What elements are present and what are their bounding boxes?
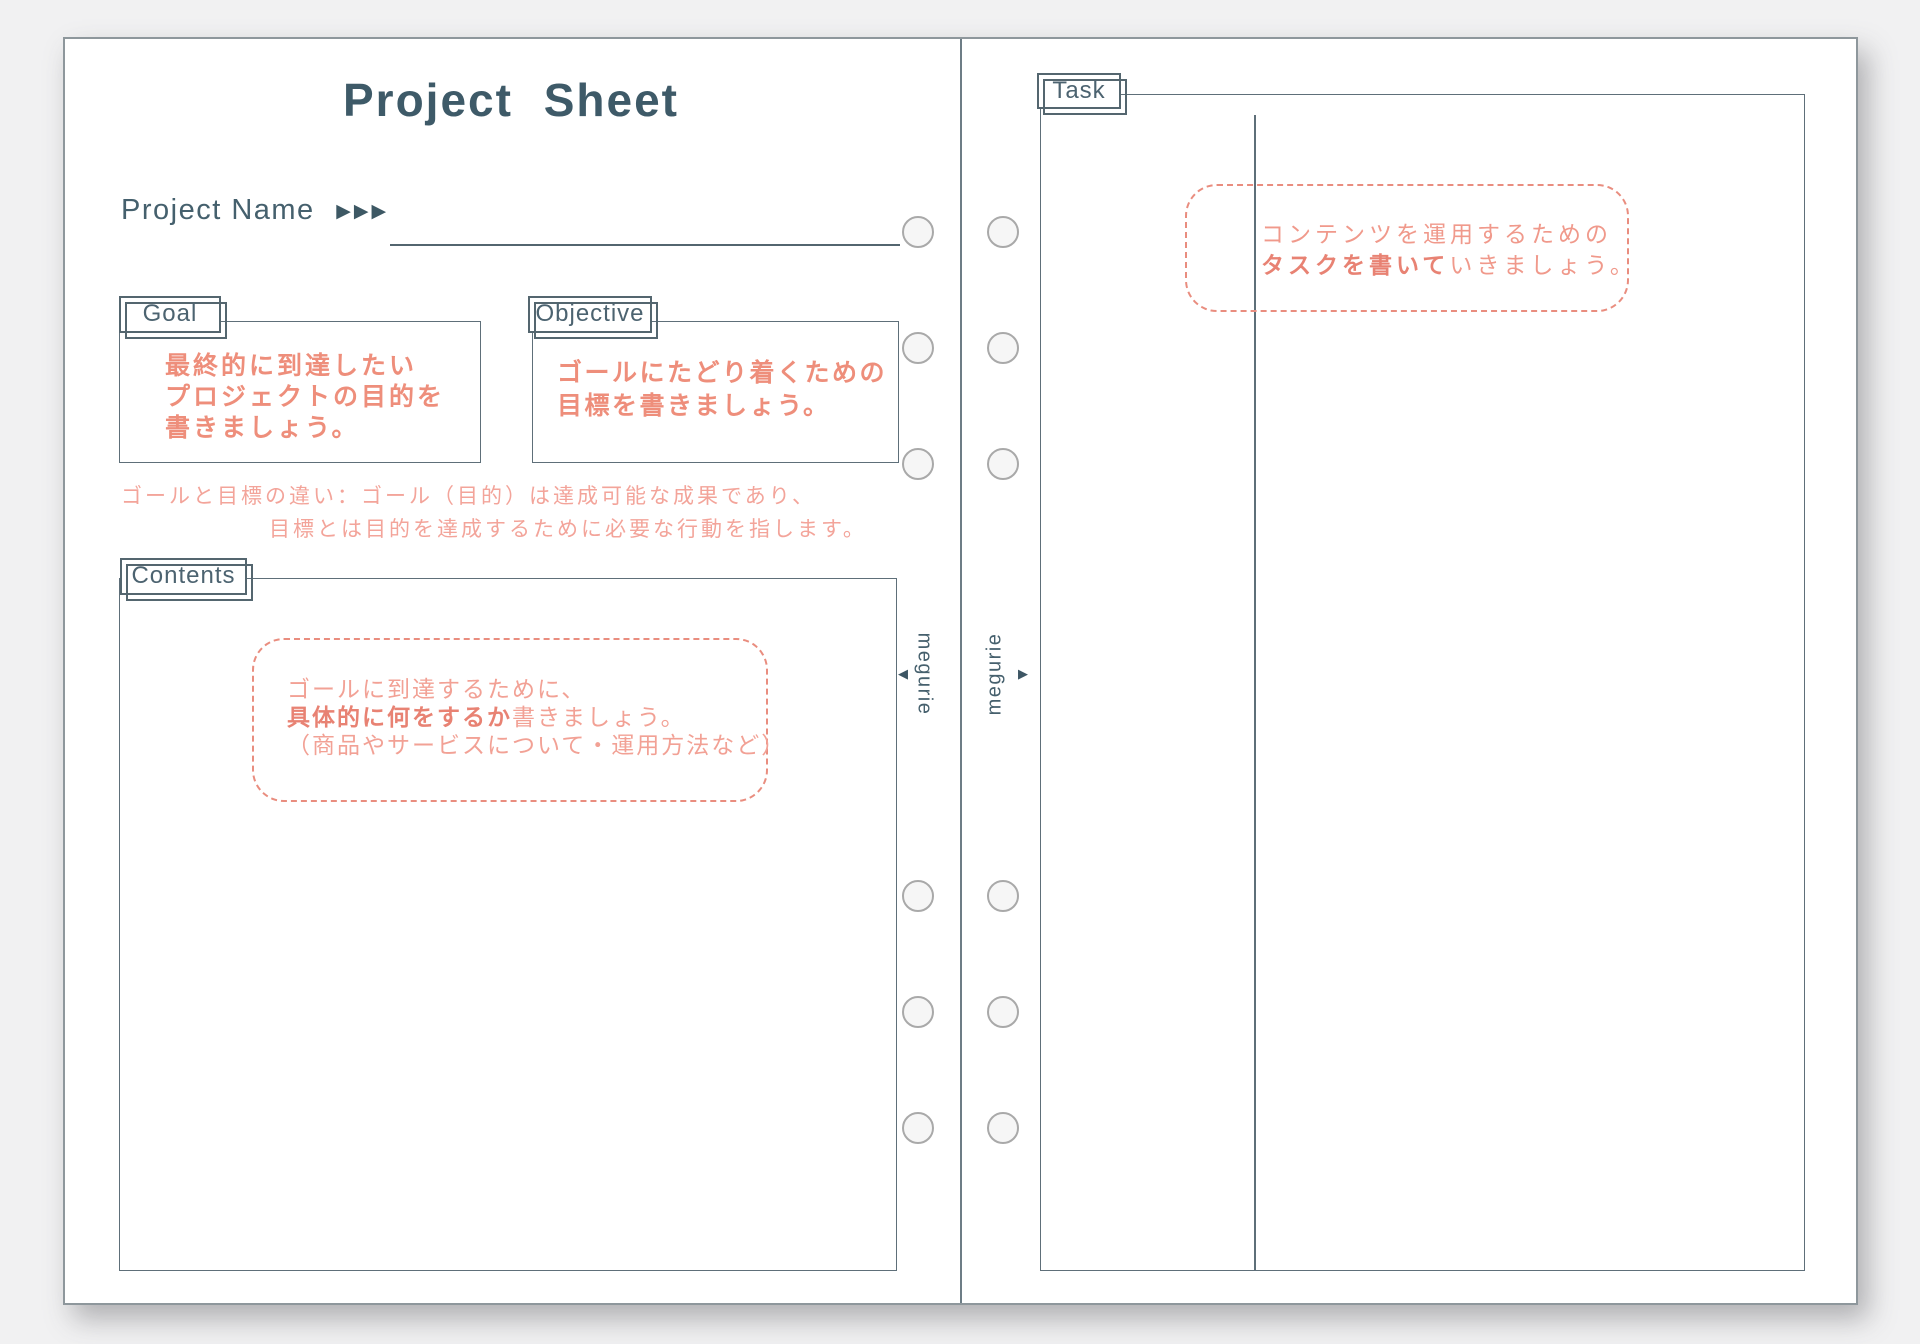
goal-hint-line: プロジェクトの目的を [165, 383, 446, 411]
brand-megurie-right: megurie [983, 632, 1006, 716]
objective-hint-line: ゴールにたどり着くための [557, 359, 888, 387]
contents-hint-text: ゴールに到達するために、 具体的に何をするか書きましょう。 （商品やサービスにつ… [287, 675, 786, 759]
goal-frame [119, 321, 481, 463]
binder-hole [902, 996, 934, 1028]
contents-hint-box [252, 638, 768, 802]
planner-sheet-spread: ◀ megurie megurie ▶ Project Sheet Projec… [63, 37, 1858, 1305]
objective-frame [532, 321, 899, 463]
binder-hole [987, 1112, 1019, 1144]
task-frame [1040, 94, 1805, 1271]
goal-hint-line: 書きましょう。 [165, 414, 360, 442]
goal-hint-text: 最終的に到達したい プロジェクトの目的を 書きましょう。 [165, 351, 445, 444]
contents-hint-bold: 具体的に何をするか [287, 704, 512, 730]
binder-hole [987, 332, 1019, 364]
binder-hole [902, 332, 934, 364]
contents-tab: Contents [120, 558, 253, 601]
task-hint-box [1185, 184, 1629, 312]
task-hint-line: コンテンツを運用するための [1261, 221, 1612, 247]
task-hint-rest: いきましょう。 [1449, 252, 1637, 278]
binder-hole [902, 448, 934, 480]
contents-frame [119, 578, 897, 1271]
brand-megurie-left: megurie [913, 632, 936, 716]
binder-hole [987, 216, 1019, 248]
task-column-divider [1254, 115, 1256, 1271]
project-name-blank-line [390, 244, 900, 246]
spine-divider-line [960, 39, 962, 1303]
contents-hint-line: （商品やサービスについて・運用方法など） [287, 732, 787, 758]
triangle-right-icon: ▶ [1018, 666, 1028, 681]
binder-hole [902, 880, 934, 912]
task-hint-bold: タスクを書いて [1261, 252, 1450, 278]
task-hint-line: タスクを書いていきましょう。 [1261, 250, 1637, 281]
binder-hole [902, 1112, 934, 1144]
binder-hole [902, 216, 934, 248]
goal-hint-line: 最終的に到達したい [165, 352, 418, 380]
binder-hole [987, 448, 1019, 480]
contents-hint-rest: 書きましょう。 [512, 704, 686, 730]
task-hint-text: コンテンツを運用するための タスクを書いていきましょう。 [1261, 219, 1637, 281]
project-name-label: Project Name [121, 194, 315, 226]
contents-hint-line: 具体的に何をするか書きましょう。 [287, 703, 786, 731]
binder-hole [987, 996, 1019, 1028]
binder-hole [987, 880, 1019, 912]
contents-hint-line: ゴールに到達するために、 [287, 676, 587, 702]
goal-objective-note-line1: ゴールと目標の違い：ゴール（目的）は達成可能な成果であり、 [121, 485, 816, 508]
page-title: Project Sheet [343, 74, 679, 126]
objective-hint-text: ゴールにたどり着くための 目標を書きましょう。 [557, 357, 887, 423]
project-name-arrows-icon: ▶▶▶ [336, 201, 390, 222]
objective-tab: Objective [528, 296, 658, 339]
triangle-left-icon: ◀ [898, 666, 908, 681]
project-name-row: Project Name ▶▶▶ [121, 194, 389, 227]
goal-tab: Goal [119, 296, 227, 339]
objective-hint-line: 目標を書きましょう。 [557, 392, 831, 420]
goal-objective-note-line2: 目標とは目的を達成するために必要な行動を指します。 [269, 518, 867, 541]
task-tab: Task [1037, 73, 1127, 115]
